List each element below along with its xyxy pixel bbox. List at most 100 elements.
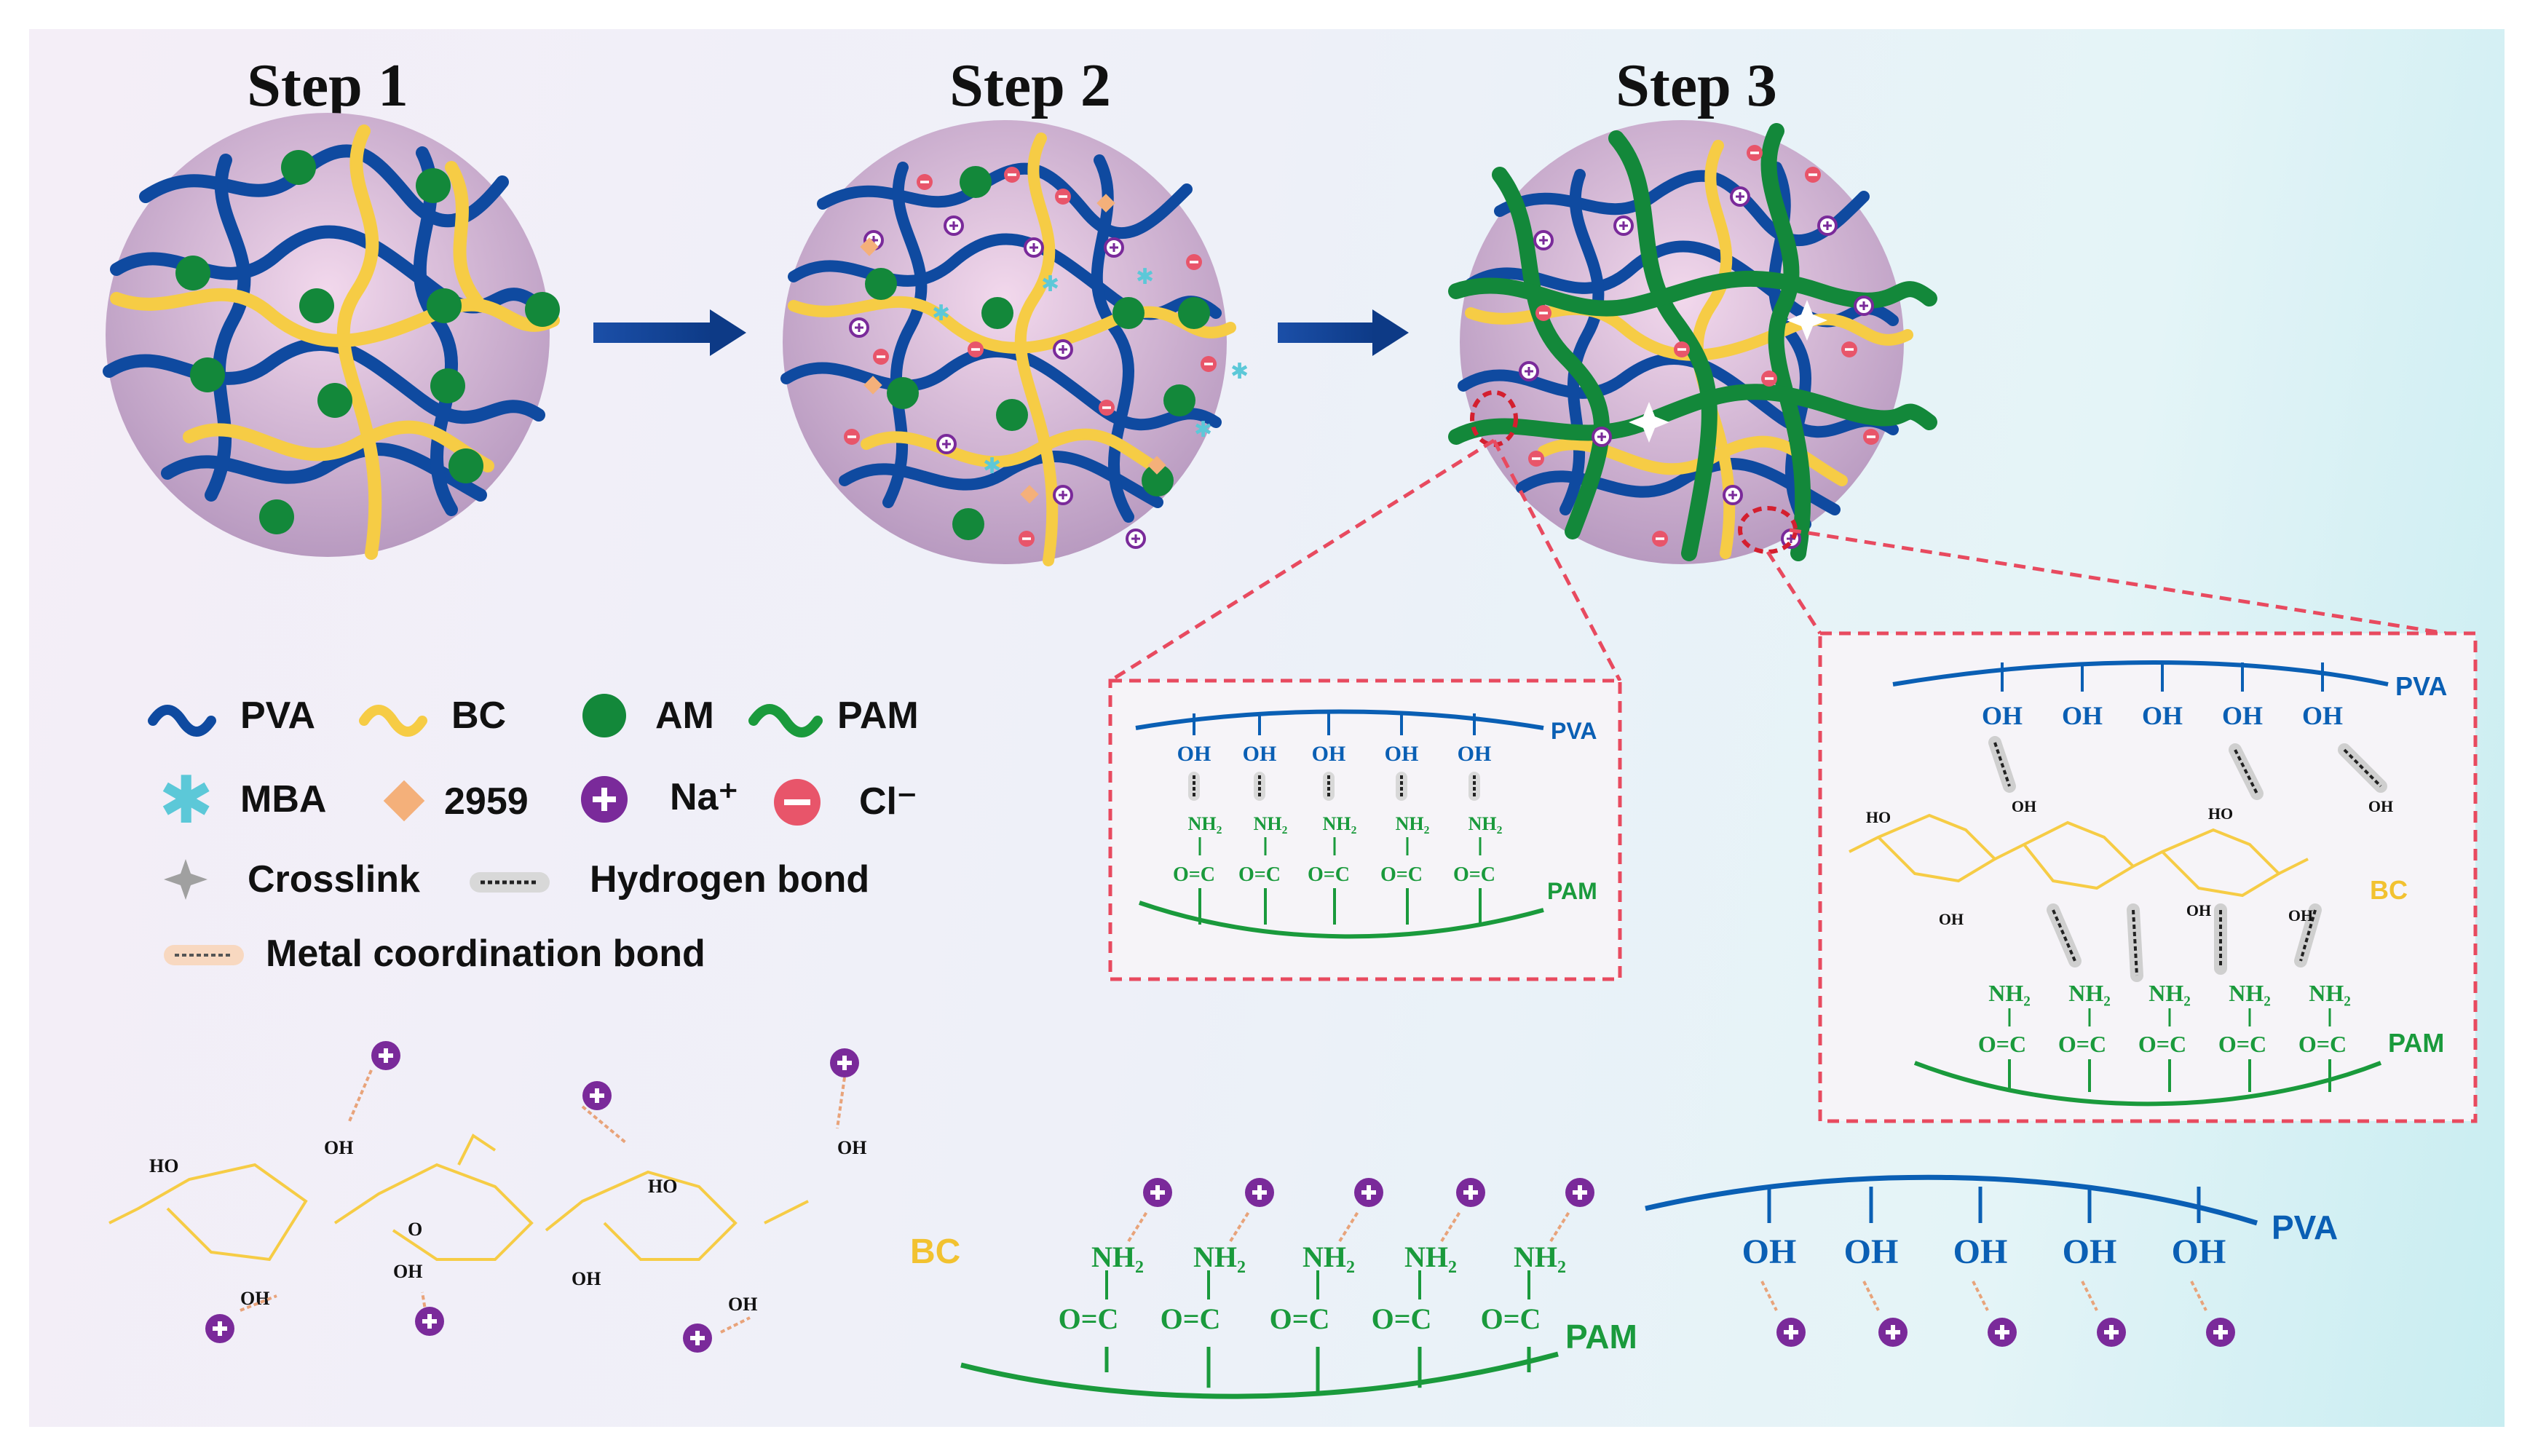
svg-text:2959: 2959 (444, 780, 529, 823)
svg-text:AM: AM (655, 695, 714, 737)
arrow-step2-to-3 (1278, 309, 1409, 356)
pam-co: O=C (1481, 1302, 1541, 1335)
legend-pam: PAM (748, 695, 919, 737)
inset1-nh2: NH₂ (1188, 813, 1222, 834)
svg-text:✱: ✱ (983, 454, 1001, 478)
svg-text:✱: ✱ (932, 301, 950, 325)
svg-text:OH: OH (728, 1294, 757, 1315)
inset1-oh: OH (1312, 742, 1346, 766)
legend-hbond: Hydrogen bond (470, 858, 869, 901)
svg-text:PAM: PAM (837, 695, 919, 737)
svg-text:OH: OH (837, 1137, 866, 1158)
svg-text:OH: OH (393, 1261, 422, 1282)
svg-text:Cl⁻: Cl⁻ (859, 780, 917, 823)
step1-network (103, 113, 560, 560)
arrow-step1-to-2 (593, 309, 746, 356)
inset2-nh2: NH₂ (1988, 980, 2031, 1006)
inset2-bc-group: OH (2288, 906, 2313, 925)
pam-co: O=C (1161, 1302, 1221, 1335)
pam-nh2: NH₂ (1193, 1241, 1246, 1273)
svg-text:✱: ✱ (1136, 265, 1154, 289)
legend-am: AM (582, 694, 714, 737)
pam-nh2: NH₂ (1091, 1241, 1144, 1273)
pam-co: O=C (1059, 1302, 1119, 1335)
hydrogel-synthesis-diagram: Step 1 Step 2 Step 3 (29, 29, 2505, 1427)
legend-na: Na⁺ (581, 776, 738, 823)
legend-pva: PVA (148, 695, 315, 737)
svg-text:OH: OH (324, 1137, 353, 1158)
svg-text:✱: ✱ (159, 764, 213, 837)
svg-text:✱: ✱ (1230, 360, 1249, 384)
inset2-co: O=C (2298, 1031, 2347, 1057)
pva-oh: OH (1953, 1233, 2008, 1271)
inset1-nh2: NH₂ (1468, 813, 1503, 834)
inset1-co: O=C (1380, 863, 1423, 886)
legend: PVA BC AM PAM ✱ MBA 2959 Na⁺ (148, 694, 919, 975)
inset1-nh2: NH₂ (1396, 813, 1430, 834)
inset1-oh: OH (1385, 742, 1419, 766)
inset-pva-pam: PVA PAM OHNH₂O=COHNH₂O=COHNH₂O=COHNH₂O=C… (1108, 678, 1622, 981)
legend-2959: 2959 (383, 780, 529, 823)
inset2-bc-group: HO (2208, 804, 2233, 823)
step3-title: Step 3 (1616, 52, 1777, 119)
inset2-nh2: NH₂ (2309, 980, 2351, 1006)
inset2-oh: OH (2142, 701, 2183, 730)
svg-text:Na⁺: Na⁺ (670, 776, 738, 818)
bc-label: BC (910, 1233, 960, 1271)
inset2-bc-group: OH (2368, 797, 2393, 815)
inset2-oh: OH (2062, 701, 2103, 730)
inset1-co: O=C (1308, 863, 1350, 886)
inset1-pam-label: PAM (1547, 878, 1597, 904)
pam-co: O=C (1372, 1302, 1432, 1335)
pva-oh: OH (1742, 1233, 1797, 1271)
svg-text:BC: BC (451, 695, 506, 737)
inset2-bc-group: OH (2012, 797, 2036, 815)
pam-label: PAM (1565, 1318, 1637, 1356)
pam-nh2: NH₂ (1302, 1241, 1355, 1273)
svg-text:PVA: PVA (240, 695, 315, 737)
inset1-nh2: NH₂ (1254, 813, 1288, 834)
pva-oh: OH (2172, 1233, 2226, 1271)
bc-na-coordination: HO OH O OH OH OH HO OH OH BC (108, 1041, 960, 1353)
inset2-bc-group: OH (2186, 901, 2211, 919)
pva-label: PVA (2272, 1208, 2338, 1246)
svg-text:Hydrogen bond: Hydrogen bond (590, 858, 869, 901)
inset2-pam-label: PAM (2388, 1028, 2444, 1058)
step1-title: Step 1 (247, 52, 408, 119)
inset1-oh: OH (1177, 742, 1211, 766)
svg-text:MBA: MBA (240, 778, 326, 820)
inset2-pva-label: PVA (2395, 671, 2447, 701)
inset1-co: O=C (1173, 863, 1215, 886)
inset2-oh: OH (2222, 701, 2263, 730)
legend-cl: Cl⁻ (774, 779, 917, 826)
svg-text:OH: OH (572, 1268, 601, 1289)
svg-text:Metal coordination bond: Metal coordination bond (266, 933, 705, 975)
legend-crosslink: Crosslink (164, 858, 420, 901)
zoom-connectors (1109, 438, 2447, 683)
svg-text:Crosslink: Crosslink (248, 858, 420, 901)
step3-network (1448, 120, 1937, 564)
inset2-co: O=C (2218, 1031, 2266, 1057)
pam-nh2: NH₂ (1514, 1241, 1566, 1273)
svg-text:✱: ✱ (1041, 272, 1059, 296)
inset2-co: O=C (2138, 1031, 2186, 1057)
pam-co: O=C (1270, 1302, 1330, 1335)
svg-text:HO: HO (648, 1176, 677, 1197)
inset2-nh2: NH₂ (2229, 980, 2271, 1006)
inset2-co: O=C (2058, 1031, 2106, 1057)
inset1-oh: OH (1243, 742, 1277, 766)
inset2-co: O=C (1978, 1031, 2026, 1057)
inset1-co: O=C (1453, 863, 1495, 886)
inset2-bc-group: HO (1866, 808, 1891, 826)
legend-mba: ✱ MBA (159, 764, 326, 837)
inset2-oh: OH (2302, 701, 2343, 730)
inset2-nh2: NH₂ (2148, 980, 2191, 1006)
inset2-bc-group: OH (1939, 910, 1964, 928)
step2-title: Step 2 (949, 52, 1111, 119)
inset1-co: O=C (1238, 863, 1281, 886)
inset2-oh: OH (1982, 701, 2023, 730)
inset1-nh2: NH₂ (1323, 813, 1357, 834)
